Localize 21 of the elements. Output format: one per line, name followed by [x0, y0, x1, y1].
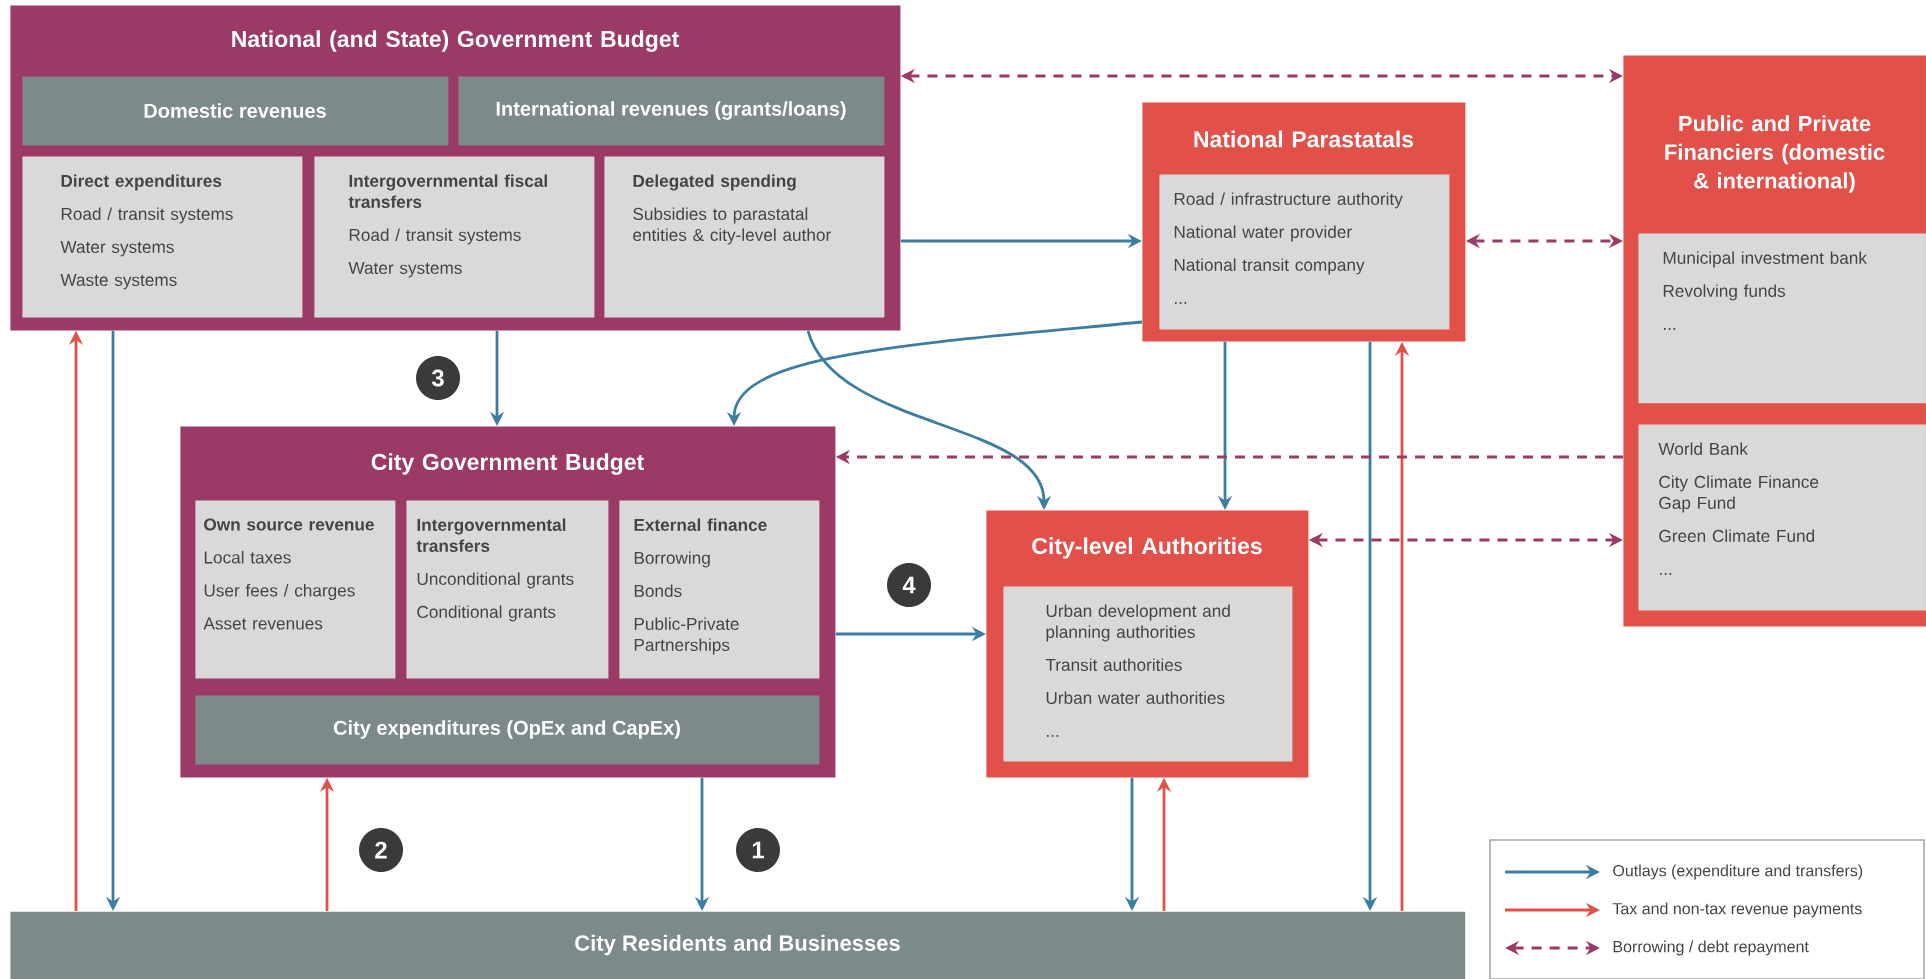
list-box: Intergovernmental transfers Unconditional grants Conditional grants — [406, 500, 609, 679]
heading-band: International revenues (grants/loans) — [458, 76, 885, 146]
heading-band: City Residents and Businesses — [10, 911, 1466, 979]
list-box: Intergovernmental fiscal transfers Road / transit systems Water systems — [314, 156, 595, 318]
heading-band: Domestic revenues — [22, 76, 449, 146]
legend-text: Tax and non-tax revenue payments — [1612, 902, 1862, 918]
list-box: Urban development and planning authorities Transit authorities Urban water authorities ... — [1003, 586, 1293, 762]
callout-number: 4 — [887, 563, 931, 607]
list-box: World Bank City Climate Finance Gap Fund Green Climate Fund ... — [1638, 424, 1926, 611]
callout-number: 2 — [359, 828, 403, 872]
list-box: Municipal investment bank Revolving funds ... — [1638, 233, 1926, 404]
list-box: Road / infrastructure authority National water provider National transit company ... — [1159, 174, 1450, 330]
callout-number: 1 — [736, 828, 780, 872]
legend-text: Outlays (expenditure and transfers) — [1613, 864, 1863, 880]
legend-text: Borrowing / debt repayment — [1613, 940, 1809, 956]
list-box: Own source revenue Local taxes User fees / charges Asset revenues — [195, 500, 396, 679]
list-box: Delegated spending Subsidies to parastatal entities & city-level author — [604, 156, 885, 318]
list-box: External finance Borrowing Bonds Public-Private Partnerships — [619, 500, 820, 679]
callout-number: 3 — [416, 356, 460, 400]
list-box: Direct expenditures Road / transit systems Water systems Waste systems — [22, 156, 303, 318]
heading-band: City expenditures (OpEx and CapEx) — [195, 695, 820, 765]
